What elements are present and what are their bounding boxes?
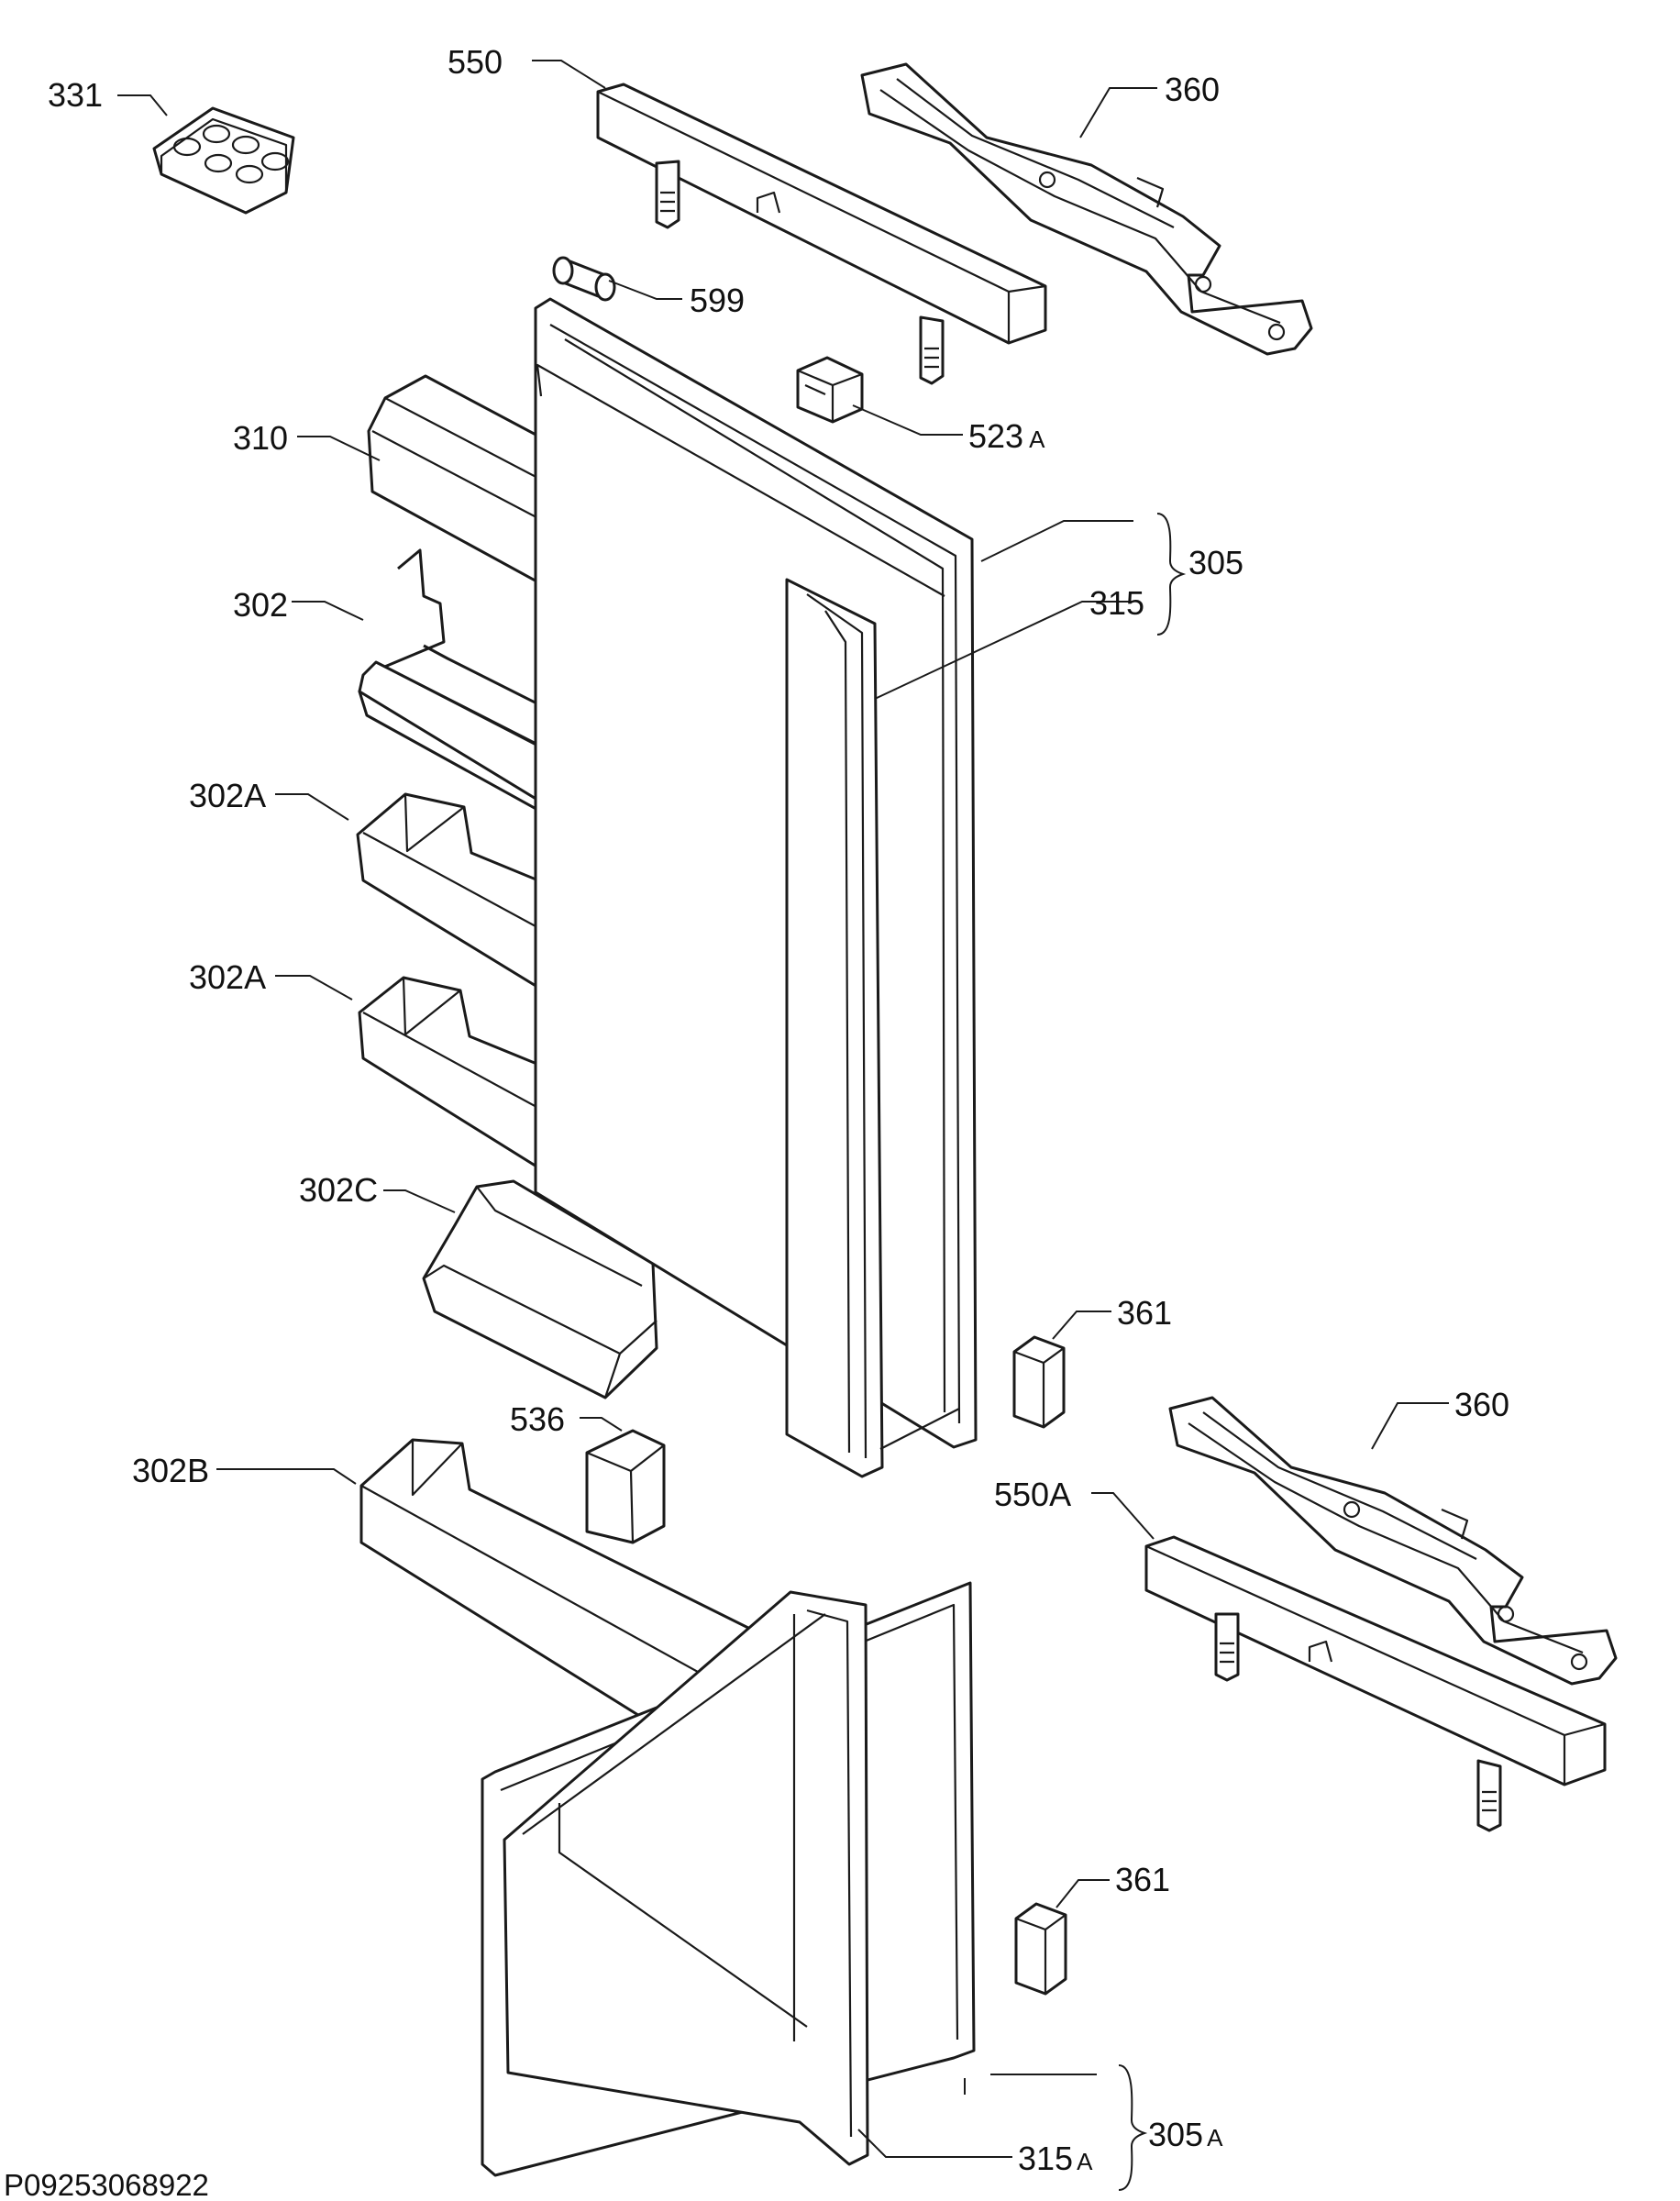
lower-door-305A <box>481 1581 976 2177</box>
callout-599: 599 <box>690 282 745 319</box>
hinge-360-bottom <box>1168 1396 1618 1686</box>
clip-536 <box>585 1429 666 1544</box>
callout-315A-suffix: A <box>1077 2148 1093 2175</box>
hinge-360-top <box>860 62 1313 356</box>
block-523A <box>796 356 864 424</box>
callout-305: 305 <box>1188 544 1243 581</box>
callout-315A-number: 315 <box>1018 2140 1073 2177</box>
door-handle-550 <box>596 83 1047 385</box>
callout-305A-number: 305 <box>1148 2116 1203 2153</box>
spacer-361-top <box>1012 1335 1066 1429</box>
egg-tray-331 <box>152 106 295 215</box>
callout-361-bottom: 361 <box>1115 1861 1170 1898</box>
upper-door-305 <box>534 297 978 1478</box>
pin-599 <box>552 256 616 302</box>
callout-302C: 302C <box>299 1171 378 1209</box>
callout-302B: 302B <box>132 1452 209 1489</box>
callout-550: 550 <box>448 43 503 81</box>
callout-305A-suffix: A <box>1207 2124 1223 2151</box>
callout-523A-suffix: A <box>1029 426 1045 453</box>
callout-302A-lower: 302A <box>189 958 266 996</box>
callout-302: 302 <box>233 586 288 624</box>
callout-331: 331 <box>48 76 103 114</box>
callout-360-top: 360 <box>1165 71 1220 108</box>
callout-315: 315 <box>1089 584 1144 622</box>
callout-536: 536 <box>510 1400 565 1438</box>
callout-361-top: 361 <box>1117 1294 1172 1332</box>
bracket-305A <box>1118 2064 1148 2191</box>
document-id: P09253068922 <box>4 2168 209 2201</box>
spacer-361-bottom <box>1014 1902 1067 1996</box>
callout-550A: 550A <box>994 1476 1071 1513</box>
callout-302A-upper: 302A <box>189 777 266 814</box>
door-handle-550A <box>1144 1535 1607 1832</box>
bracket-305 <box>1156 513 1187 636</box>
callout-310: 310 <box>233 419 288 457</box>
callout-360-bottom: 360 <box>1454 1386 1509 1423</box>
callout-523A-number: 523 <box>968 417 1023 455</box>
leader-lines <box>117 60 1449 2158</box>
door-shelf-302C <box>422 1179 658 1399</box>
